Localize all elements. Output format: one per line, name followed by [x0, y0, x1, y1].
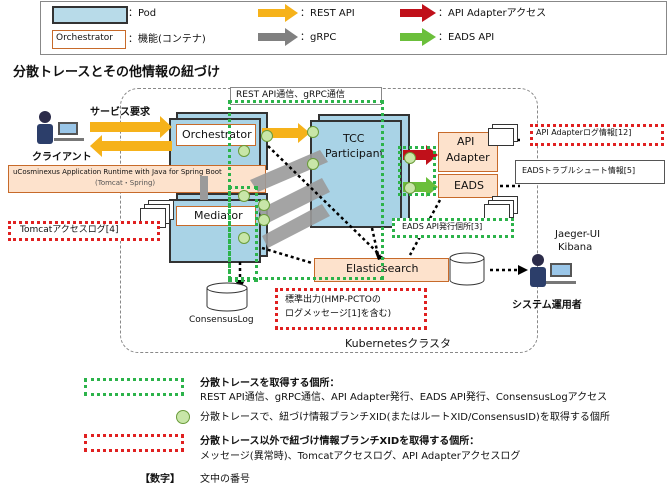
function-legend-swatch: Orchestrator [52, 30, 126, 49]
tcc-label-line1: TCC [343, 132, 365, 145]
legend-circle-desc: 分散トレースで、紐づけ情報ブランチXID(またはルートXID/Consensus… [200, 412, 610, 423]
trace-point-tcc-3 [404, 152, 416, 164]
legend-circle-swatch [176, 410, 190, 424]
rest-grpc-label: REST API通信、gRPC通信 [236, 90, 345, 100]
function-legend-label: ：機能(コンテナ) [128, 34, 206, 45]
api-adapter-arrow-icon [400, 4, 436, 22]
ucosminexus-box [8, 165, 266, 193]
client-label: クライアント [32, 152, 92, 163]
mediator-to-es-line [261, 246, 313, 265]
api-adapter-label-line2: Adapter [446, 151, 490, 164]
eads-api-issue-label: EADS API発行個所[3] [402, 222, 483, 231]
std-output-callout [275, 288, 427, 330]
eads-api-issue-callout [392, 218, 514, 238]
legend-number-desc: 文中の番号 [200, 474, 250, 485]
eads-trouble-callout [515, 160, 665, 184]
trace-region-consensus [228, 186, 258, 282]
rest-api-legend-label: ：REST API [300, 8, 355, 19]
operator-person-icon [530, 254, 576, 287]
trace-point-tcc-4 [404, 182, 416, 194]
service-response-arrow [90, 135, 172, 157]
legend-green-title: 分散トレースを取得する個所： [200, 378, 340, 389]
tomcat-log-callout [8, 221, 160, 241]
grpc-band-3 [262, 204, 330, 248]
kubernetes-label: Kubernetesクラスタ [345, 337, 452, 350]
rest-api-arrow-icon [258, 4, 298, 22]
orch-to-es-line [267, 145, 381, 256]
function-legend-sample-text: Orchestrator [56, 33, 113, 43]
orch-mediator-grpc [200, 176, 208, 200]
tomcat-log-label: Tomcatアクセスログ[4] [20, 225, 119, 235]
diagram-title: 分散トレースとその他情報の紐づけ [13, 65, 220, 80]
legend-red-title: 分散トレース以外で紐づけ情報ブランチXIDを取得する個所： [200, 436, 480, 447]
trace-point-tcc-2 [307, 158, 319, 170]
consensus-log-cylinder [206, 282, 248, 312]
eads-label: EADS [454, 179, 484, 192]
api-adapter-legend-label: ：API Adapterアクセス [438, 8, 547, 19]
std-output-label-line1: 標準出力(HMP-PCTOの [285, 295, 381, 305]
legend-red-swatch [84, 434, 184, 452]
std-output-label-line2: ログメッセージ[1]を含む) [285, 309, 392, 319]
ucosminexus-label-line2: (Tomcat・Spring) [95, 179, 156, 187]
orchestrator-label: Orchestrator [182, 128, 252, 141]
jaeger-ui-label: Jaeger-UI [555, 229, 601, 240]
service-request-arrow [90, 116, 172, 138]
trace-point-med-1 [238, 190, 250, 202]
operator-label: システム運用者 [512, 300, 582, 311]
eads-trouble-label: EADSトラブルシュート情報[5] [522, 166, 636, 175]
trace-point-med-2 [258, 199, 270, 211]
pod-legend-label: ：Pod [128, 8, 157, 19]
kibana-label: Kibana [558, 242, 593, 253]
pod-legend-swatch [52, 6, 128, 24]
eads-box [438, 174, 498, 198]
orch-to-tcc-rest-arrow [262, 123, 310, 143]
adapter-log-callout [530, 124, 664, 146]
grpc-arrow-icon [258, 28, 298, 46]
operator-arrowhead [518, 265, 528, 275]
eads-legend-label: ：EADS API [438, 32, 495, 43]
grpc-legend-label: ：gRPC [300, 32, 337, 43]
es-storage-cylinder [449, 252, 485, 286]
tcc-label-line2: Participant [325, 147, 384, 160]
api-adapter-label-line1: API [457, 135, 475, 148]
orchestrator-container [176, 124, 256, 146]
legend-red-desc: メッセージ(異常時)、Tomcatアクセスログ、API Adapterアクセスロ… [200, 451, 521, 462]
legend-panel [40, 1, 667, 55]
ucosminexus-label-line1: uCosminexus Application Runtime with Jav… [13, 168, 222, 176]
service-request-label: サービス要求 [90, 107, 150, 118]
consensus-log-label: ConsensusLog [189, 315, 254, 325]
tcc-to-es-line [370, 227, 380, 256]
adapter-log-doc-2 [488, 128, 514, 146]
eads-arrow-icon [400, 28, 436, 46]
trace-region-adapter-eads [398, 146, 436, 196]
trace-point-orch-2 [238, 145, 250, 157]
adapter-log-label: API Adapterログ情報[12] [536, 128, 632, 137]
client-person-icon [37, 111, 84, 144]
trace-point-orch-1 [261, 130, 273, 142]
legend-green-swatch [84, 378, 184, 396]
trace-point-med-4 [238, 232, 250, 244]
legend-green-desc: REST API通信、gRPC通信、API Adapter発行、EADS API… [200, 392, 608, 403]
trace-point-tcc-1 [307, 126, 319, 138]
legend-number-key: 【数字】 [140, 474, 180, 485]
trace-point-med-3 [258, 214, 270, 226]
